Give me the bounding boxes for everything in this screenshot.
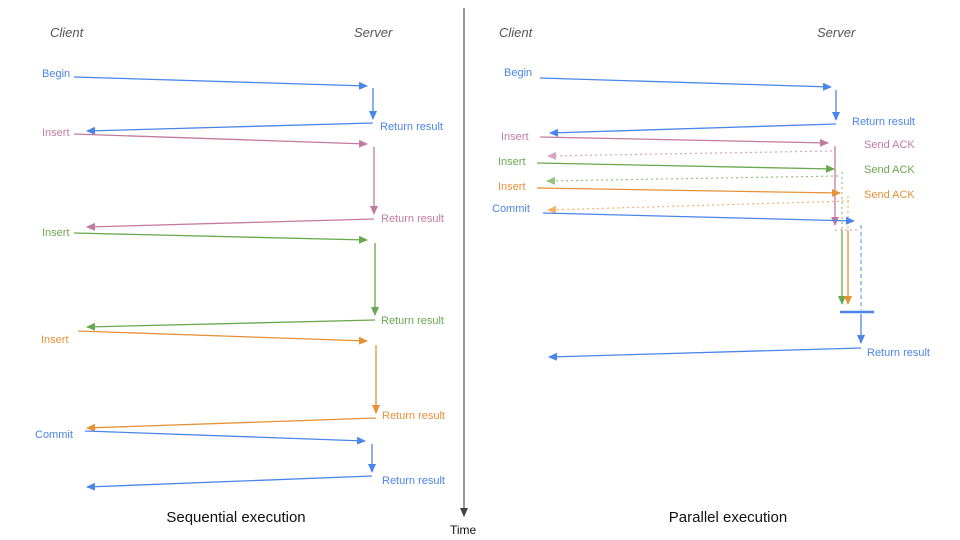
par-insert2-label: Insert (498, 156, 526, 168)
seq-commit-label: Commit (35, 429, 73, 441)
par-row-commit: Commit (492, 203, 862, 310)
seq-insert1-return-arrow (86, 218, 375, 231)
par-sync-and-result: Return result (548, 310, 930, 361)
par-row-insert2: Insert Send ACK (498, 156, 915, 305)
parallel-title: Parallel execution (669, 509, 787, 526)
seq-row-insert1: Insert Return result (42, 127, 444, 231)
seq-insert3-result-label: Return result (382, 410, 445, 422)
par-begin-label: Begin (504, 67, 532, 79)
seq-begin-label: Begin (42, 68, 70, 80)
seq-begin-request-arrow (73, 76, 368, 90)
seq-commit-request-arrow (84, 430, 366, 445)
par-row-insert1: Insert Send ACK (501, 131, 915, 226)
par-commit-request-arrow (542, 212, 855, 225)
par-insert2-request-arrow (536, 162, 835, 173)
par-row-begin: Begin Return result (504, 67, 915, 137)
seq-insert1-label: Insert (42, 127, 70, 139)
seq-row-insert2: Insert Return result (42, 227, 444, 331)
par-insert3-ack-label: Send ACK (864, 189, 915, 201)
seq-commit-return-arrow (86, 475, 373, 491)
par-insert2-ack-label: Send ACK (864, 164, 915, 176)
seq-insert3-request-arrow (77, 330, 368, 345)
seq-insert3-label: Insert (41, 334, 69, 346)
par-begin-request-arrow (539, 77, 832, 91)
seq-commit-result-label: Return result (382, 475, 445, 487)
par-final-result-label: Return result (867, 347, 930, 359)
par-server-header: Server (817, 25, 856, 40)
seq-row-begin: Begin Return result (42, 68, 443, 135)
seq-insert2-request-arrow (73, 232, 368, 244)
par-insert1-ack-arrow (547, 150, 833, 160)
seq-insert2-return-arrow (86, 319, 376, 331)
parallel-panel: Client Server Begin Return result Insert… (492, 25, 930, 526)
par-insert3-request-arrow (536, 187, 841, 197)
par-insert3-label: Insert (498, 181, 526, 193)
time-axis-label: Time (450, 523, 477, 537)
par-insert1-request-arrow (539, 136, 829, 147)
sequential-title: Sequential execution (166, 509, 305, 526)
seq-client-header: Client (50, 25, 85, 40)
seq-insert1-result-label: Return result (381, 213, 444, 225)
sequential-panel: Client Server Begin Return result Insert… (35, 25, 445, 526)
par-row-insert3: Insert Send ACK (498, 181, 915, 305)
seq-row-commit: Commit Return result (35, 429, 445, 491)
seq-server-header: Server (354, 25, 393, 40)
seq-begin-result-label: Return result (380, 121, 443, 133)
par-client-header: Client (499, 25, 534, 40)
par-insert1-ack-label: Send ACK (864, 139, 915, 151)
par-begin-return-arrow (549, 123, 837, 137)
par-insert3-ack-arrow (547, 200, 850, 214)
par-begin-result-label: Return result (852, 116, 915, 128)
seq-insert3-return-arrow (86, 417, 377, 432)
seq-insert1-request-arrow (73, 133, 368, 148)
par-final-return-arrow (548, 347, 862, 361)
par-insert2-ack-arrow (546, 175, 839, 185)
par-commit-label: Commit (492, 203, 530, 215)
seq-insert2-label: Insert (42, 227, 70, 239)
seq-row-insert3: Insert Return result (41, 330, 445, 432)
par-insert1-label: Insert (501, 131, 529, 143)
seq-insert2-result-label: Return result (381, 315, 444, 327)
seq-begin-return-arrow (86, 122, 374, 135)
